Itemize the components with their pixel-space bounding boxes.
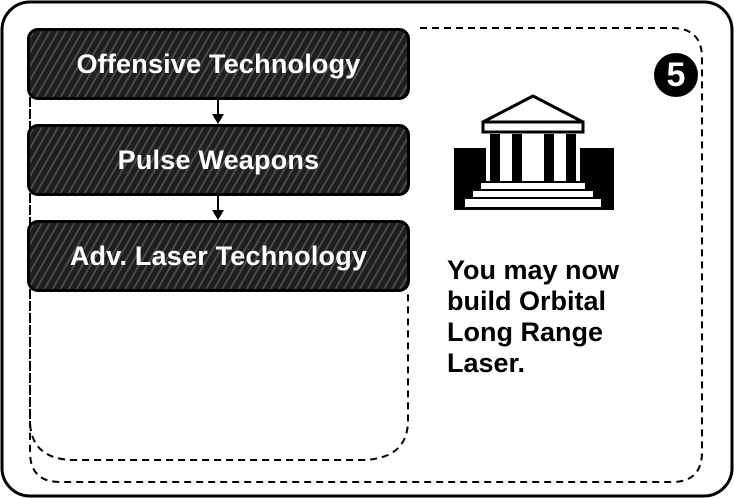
government-building-icon (454, 94, 614, 210)
tech-label: Pulse Weapons (117, 144, 320, 175)
unlock-message: You may now build Orbital Long Range Las… (447, 255, 697, 379)
dashed-region-outline (29, 27, 703, 483)
unlock-message-line: Long Range (447, 317, 603, 347)
tech-label: Adv. Laser Technology (69, 240, 368, 271)
step-number: 5 (666, 56, 686, 94)
dashed-column-outline (29, 100, 409, 461)
tech-box-pulse-weapons: Pulse Weapons (27, 124, 410, 196)
arrow-down-icon (212, 210, 224, 220)
unlock-message-line: Laser. (447, 348, 526, 378)
tech-label: Offensive Technology (76, 48, 361, 79)
arrow-down-icon (212, 114, 224, 124)
step-number-badge-icon: 5 (654, 53, 698, 97)
tech-box-offensive-technology: Offensive Technology (27, 28, 410, 100)
unlock-message-line: You may now (447, 255, 620, 285)
unlock-message-line: build Orbital (447, 286, 606, 316)
tech-box-adv-laser-technology: Adv. Laser Technology (27, 220, 410, 292)
